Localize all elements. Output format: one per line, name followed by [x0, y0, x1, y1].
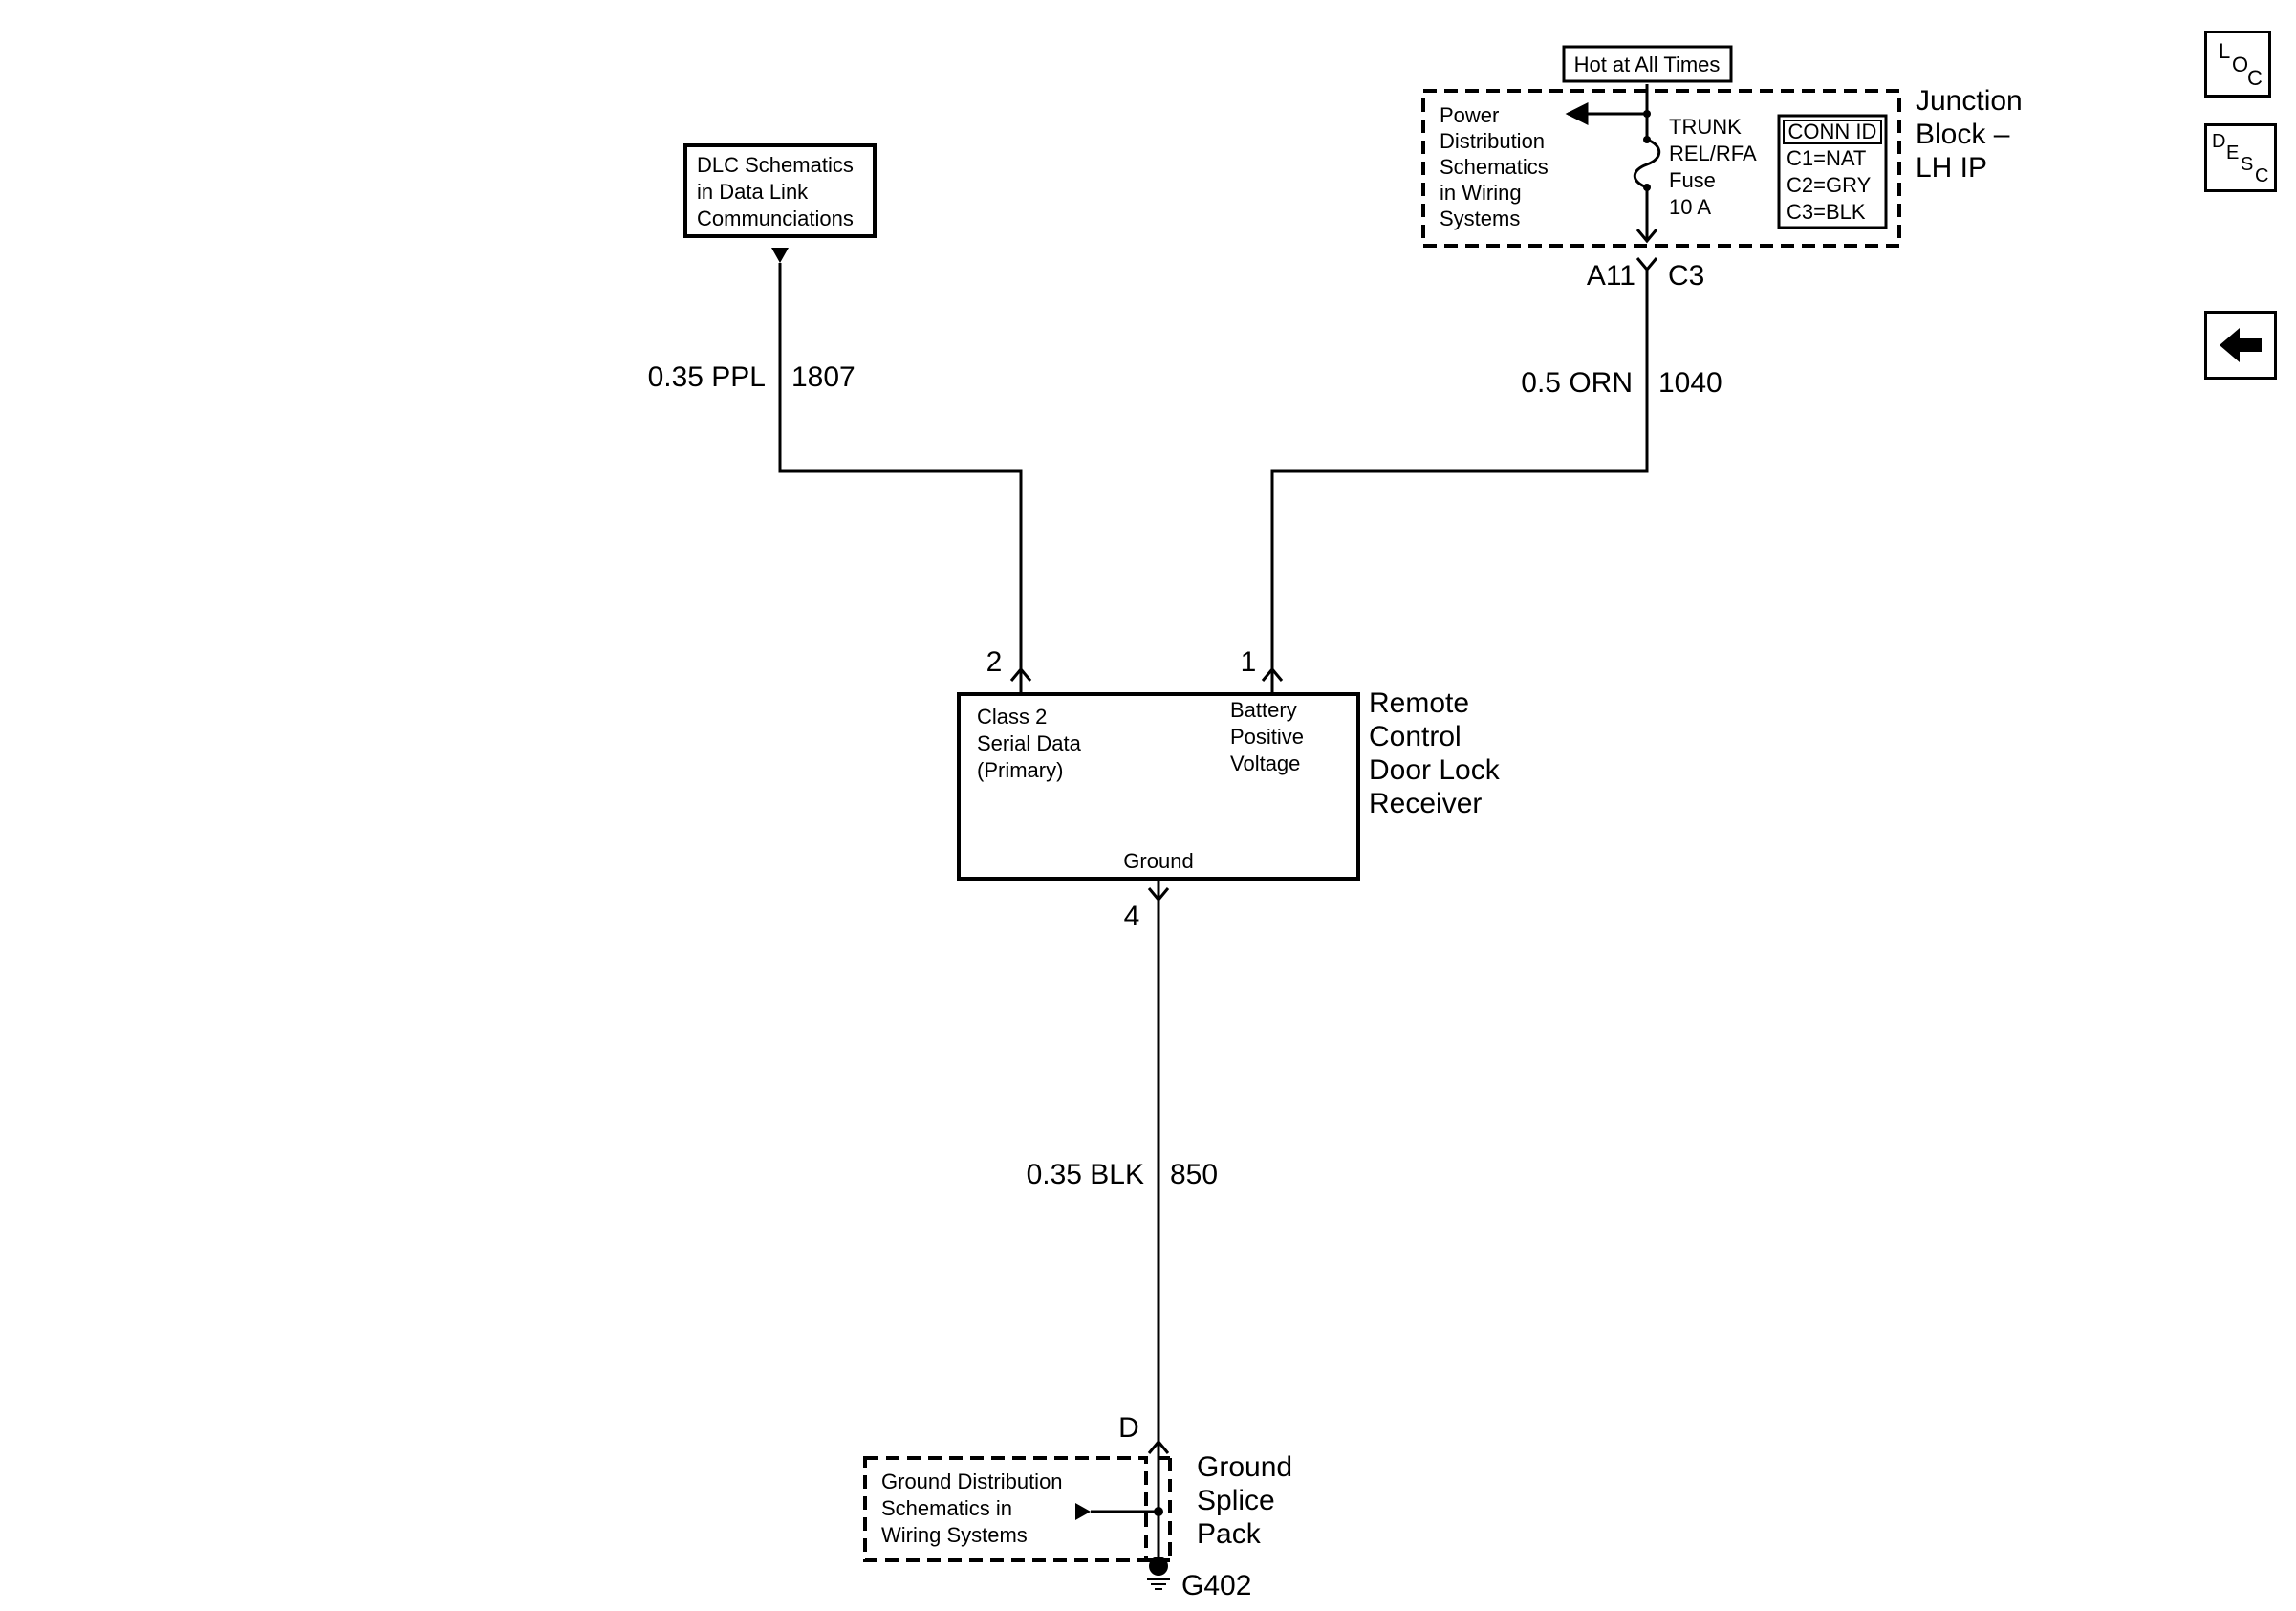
loc-button[interactable]: L O C — [2204, 31, 2271, 98]
svg-text:Voltage: Voltage — [1230, 751, 1300, 775]
svg-text:Remote: Remote — [1369, 687, 1469, 719]
receiver-name: Remote Control Door Lock Receiver — [1369, 687, 1501, 819]
svg-text:Junction: Junction — [1916, 85, 2023, 117]
wire-1807-label: 0.35 PPL 1807 — [648, 361, 856, 393]
dlc-schematics-ref: DLC Schematics in Data Link Communciatio… — [683, 143, 877, 238]
hot-at-all-times-label: Hot at All Times — [1562, 45, 1733, 83]
svg-text:C3: C3 — [1668, 260, 1704, 292]
conn-id-box: CONN ID C1=NAT C2=GRY C3=BLK — [1777, 114, 1888, 229]
svg-text:C3=BLK: C3=BLK — [1787, 200, 1866, 224]
svg-text:Ground: Ground — [1197, 1451, 1292, 1483]
dlc-arrow — [771, 248, 789, 263]
svg-text:850: 850 — [1170, 1159, 1218, 1190]
svg-text:1040: 1040 — [1658, 367, 1722, 399]
svg-text:0.35 BLK: 0.35 BLK — [1027, 1159, 1144, 1190]
ground-pin-label: Ground — [1123, 849, 1193, 873]
svg-text:O: O — [2232, 53, 2248, 76]
svg-text:0.5 ORN: 0.5 ORN — [1521, 367, 1633, 399]
ground-symbol — [1147, 1557, 1170, 1590]
battery-positive-voltage-label: Battery Positive Voltage — [1230, 698, 1304, 775]
splice-pin-label: D — [1118, 1412, 1139, 1444]
svg-text:C: C — [2247, 66, 2263, 90]
svg-text:C1=NAT: C1=NAT — [1787, 146, 1866, 170]
svg-text:E: E — [2226, 142, 2239, 163]
svg-text:Splice: Splice — [1197, 1485, 1275, 1516]
svg-text:Power: Power — [1440, 103, 1499, 127]
loc-icon: L O C — [2219, 39, 2263, 90]
svg-text:TRUNK: TRUNK — [1669, 115, 1742, 139]
svg-text:Systems: Systems — [1440, 207, 1520, 230]
svg-text:(Primary): (Primary) — [977, 758, 1063, 782]
svg-text:in Data Link: in Data Link — [697, 180, 809, 204]
svg-text:Door Lock: Door Lock — [1369, 754, 1501, 786]
splice-terminal — [1147, 1439, 1170, 1454]
junction-block-label: Junction Block – LH IP — [1916, 85, 2023, 184]
svg-text:LH IP: LH IP — [1916, 152, 1987, 184]
svg-text:Schematics: Schematics — [1440, 155, 1549, 179]
svg-text:0.35 PPL: 0.35 PPL — [648, 361, 766, 393]
power-distribution-ref: Power Distribution Schematics in Wiring … — [1440, 103, 1549, 230]
splice-pack-box — [863, 1456, 1148, 1562]
ground-ref-arrow — [1075, 1503, 1091, 1520]
ground-splice-pack-label: Ground Splice Pack — [1197, 1451, 1292, 1550]
wire-1807 — [778, 263, 1023, 669]
pin2-label: 2 — [986, 646, 1003, 678]
ground-id-label: G402 — [1181, 1570, 1251, 1601]
svg-text:Distribution: Distribution — [1440, 129, 1545, 153]
junction-block-box — [1421, 89, 1901, 248]
desc-button[interactable]: D E S C — [2204, 123, 2277, 192]
svg-text:Pack: Pack — [1197, 1518, 1262, 1550]
back-arrow-icon — [2220, 328, 2262, 362]
svg-text:CONN ID: CONN ID — [1788, 120, 1877, 143]
svg-text:Positive: Positive — [1230, 725, 1304, 749]
svg-text:S: S — [2241, 154, 2253, 175]
svg-text:A11: A11 — [1587, 260, 1635, 292]
svg-text:Hot at All Times: Hot at All Times — [1574, 53, 1721, 76]
svg-text:in Wiring: in Wiring — [1440, 181, 1522, 205]
svg-text:Ground Distribution: Ground Distribution — [881, 1469, 1063, 1493]
svg-text:Class 2: Class 2 — [977, 705, 1047, 729]
svg-text:C2=GRY: C2=GRY — [1787, 173, 1872, 197]
desc-icon: D E S C — [2212, 131, 2268, 186]
svg-text:Wiring Systems: Wiring Systems — [881, 1523, 1028, 1547]
pin4-label: 4 — [1124, 901, 1140, 932]
svg-text:Control: Control — [1369, 721, 1462, 752]
ground-distribution-ref: Ground Distribution Schematics in Wiring… — [881, 1469, 1063, 1547]
svg-text:Receiver: Receiver — [1369, 788, 1482, 819]
svg-text:L: L — [2219, 39, 2230, 63]
svg-text:DLC Schematics: DLC Schematics — [697, 153, 854, 177]
fuse-label: TRUNK REL/RFA Fuse 10 A — [1669, 115, 1757, 219]
wire-1040-label: 0.5 ORN 1040 — [1521, 367, 1722, 399]
wire-1040 — [1270, 270, 1649, 669]
class2-serial-data-label: Class 2 Serial Data (Primary) — [977, 705, 1082, 782]
back-button[interactable] — [2204, 311, 2277, 380]
svg-text:REL/RFA: REL/RFA — [1669, 142, 1757, 165]
svg-text:Communciations: Communciations — [697, 207, 854, 230]
svg-text:Fuse: Fuse — [1669, 168, 1716, 192]
pin1-label: 1 — [1241, 646, 1257, 678]
wire-850-label: 0.35 BLK 850 — [1027, 1159, 1219, 1190]
fuse-symbol — [1633, 84, 1661, 244]
svg-text:D: D — [2212, 131, 2225, 152]
svg-text:1807: 1807 — [791, 361, 856, 393]
svg-text:Schematics in: Schematics in — [881, 1496, 1012, 1520]
svg-text:Block –: Block – — [1916, 119, 2010, 150]
receiver-box — [957, 692, 1360, 881]
svg-text:10 A: 10 A — [1669, 195, 1711, 219]
svg-text:C: C — [2255, 165, 2268, 186]
svg-text:Battery: Battery — [1230, 698, 1297, 722]
svg-text:Serial Data: Serial Data — [977, 731, 1082, 755]
